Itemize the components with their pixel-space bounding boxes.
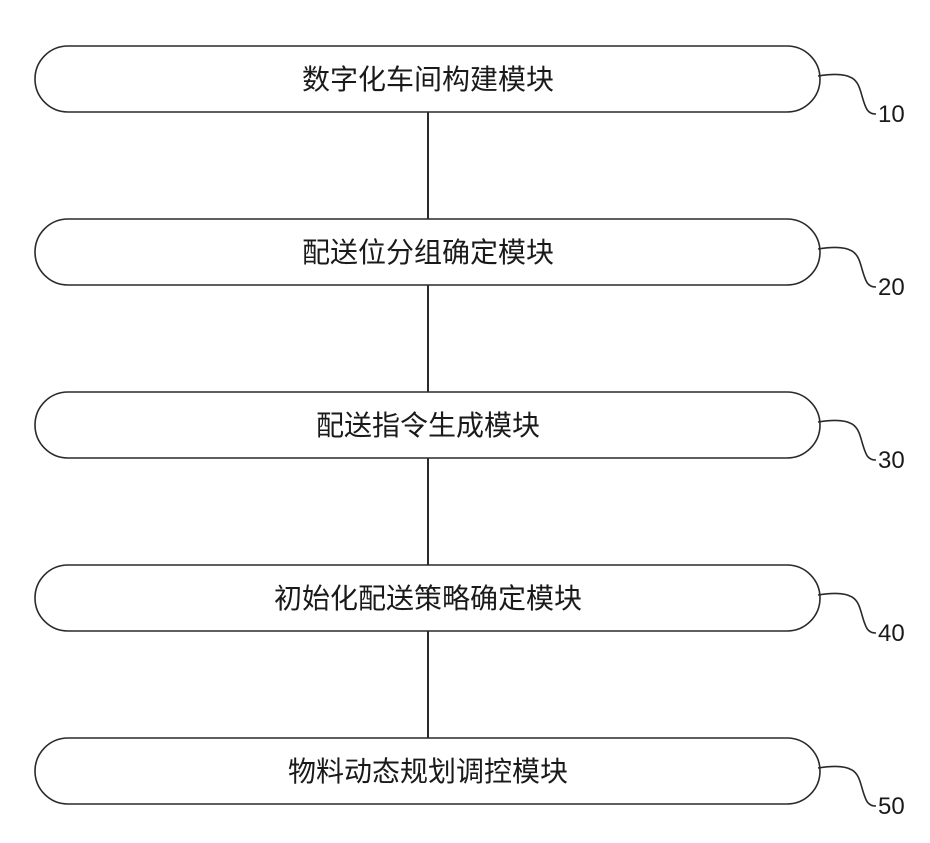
leader-line (818, 74, 876, 114)
module-label: 数字化车间构建模块 (302, 63, 554, 96)
leader-line (818, 593, 876, 633)
reference-numeral: 10 (878, 101, 905, 128)
leader-line (818, 247, 876, 287)
module-label: 初始化配送策略确定模块 (274, 582, 582, 615)
module-label: 配送位分组确定模块 (302, 236, 554, 269)
leader-line (818, 766, 876, 806)
module-box-1: 数字化车间构建模块 (35, 46, 820, 112)
module-box-4: 初始化配送策略确定模块 (35, 565, 820, 631)
module-box-5: 物料动态规划调控模块 (35, 738, 820, 804)
leader-line (818, 420, 876, 460)
reference-leaders: 10 20 30 40 50 (818, 74, 905, 820)
module-label: 配送指令生成模块 (316, 409, 540, 442)
reference-numeral: 50 (878, 793, 905, 820)
reference-numeral: 30 (878, 447, 905, 474)
reference-numeral: 20 (878, 274, 905, 301)
module-label: 物料动态规划调控模块 (288, 755, 568, 788)
module-box-2: 配送位分组确定模块 (35, 219, 820, 285)
reference-numeral: 40 (878, 620, 905, 647)
module-box-3: 配送指令生成模块 (35, 392, 820, 458)
